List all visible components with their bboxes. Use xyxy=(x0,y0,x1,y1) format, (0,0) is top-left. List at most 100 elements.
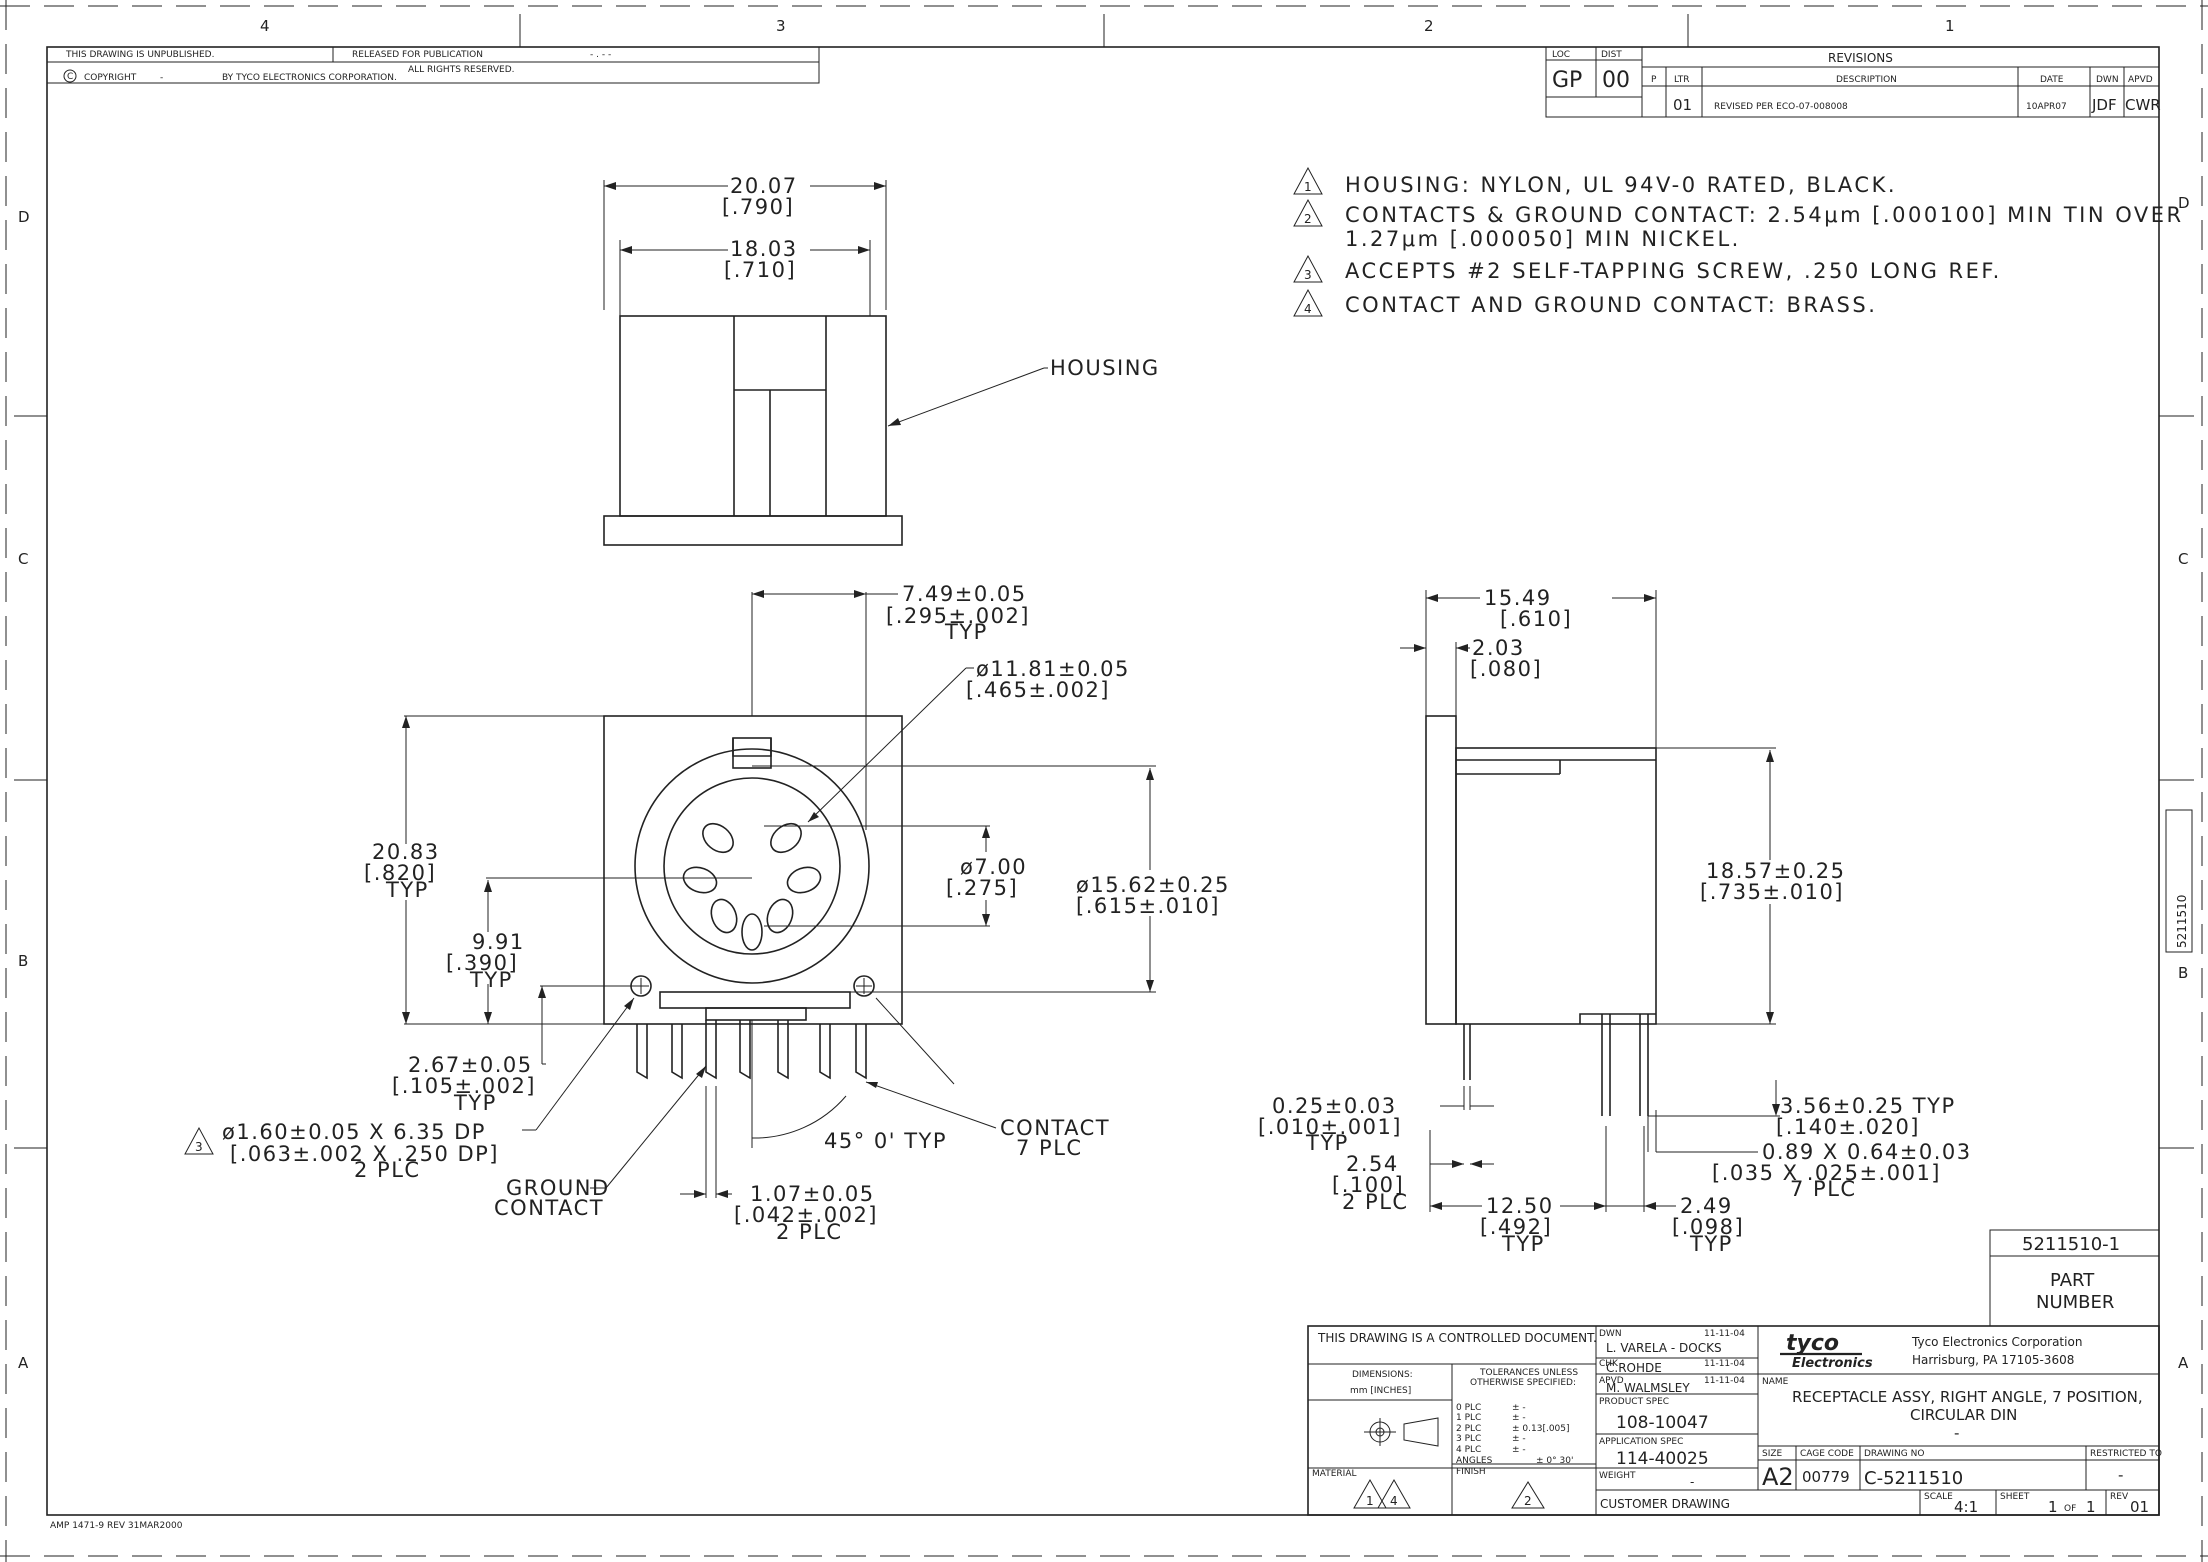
copyright-owner: BY TYCO ELECTRONICS CORPORATION. xyxy=(222,73,397,83)
tyco-logo-sub: Electronics xyxy=(1792,1356,1873,1371)
rev-dwn-label: DWN xyxy=(2096,75,2119,85)
application-spec: 114-40025 xyxy=(1616,1449,1709,1469)
restricted-value: - xyxy=(2118,1466,2123,1484)
zone-right-c: C xyxy=(2178,550,2188,568)
height-mm: 20.83 xyxy=(372,840,440,864)
angle-typ: 45° 0' TYP xyxy=(824,1129,947,1153)
part-label-2: NUMBER xyxy=(2036,1292,2114,1313)
tol-0-key: 0 PLC xyxy=(1456,1403,1481,1413)
tol-1-key: 1 PLC xyxy=(1456,1413,1481,1423)
tol-3-val: ± - xyxy=(1512,1434,1526,1444)
sheet-total: 1 xyxy=(2086,1498,2096,1516)
body-height-mm: 18.57±0.25 xyxy=(1706,859,1845,883)
unpublished-note: THIS DRAWING IS UNPUBLISHED. xyxy=(65,50,214,60)
dwn-label: DWN xyxy=(1599,1329,1622,1339)
leg-distance-mm: 12.50 xyxy=(1486,1194,1554,1218)
flange-thickness-mm: 2.03 xyxy=(1472,636,1525,660)
svg-text:C: C xyxy=(67,72,73,82)
loc-value: GP xyxy=(1552,68,1582,93)
leg-distance-in: [.492] xyxy=(1480,1215,1552,1239)
note-1-text: HOUSING: NYLON, UL 94V-0 RATED, BLACK. xyxy=(1345,173,1897,197)
note-3: 3 ACCEPTS #2 SELF-TAPPING SCREW, .250 LO… xyxy=(1293,254,2002,283)
material-label: MATERIAL xyxy=(1312,1469,1357,1479)
contact-pins xyxy=(682,822,822,951)
pin-length-mm: 3.56±0.25 TYP xyxy=(1780,1094,1956,1118)
pin-size-in: [.035 X .025±.001] xyxy=(1712,1161,1941,1185)
chk-date: 11-11-04 xyxy=(1704,1359,1745,1369)
note-2: 2 CONTACTS & GROUND CONTACT: 2.54μm [.00… xyxy=(1293,198,2181,251)
company-name: Tyco Electronics Corporation xyxy=(1911,1335,2082,1349)
side-tab: 5211510 xyxy=(2165,809,2193,953)
apvd-label: APVD xyxy=(1599,1376,1624,1386)
leg-distance-typ: TYP xyxy=(1501,1232,1545,1256)
ground-thickness-in: [.010±.001] xyxy=(1258,1115,1402,1139)
tol-5-key: ANGLES xyxy=(1456,1456,1493,1466)
rev-apvd-label: APVD xyxy=(2128,75,2153,85)
name-label: NAME xyxy=(1762,1377,1789,1387)
zone-labels: 4 3 2 1 D C B A D C B A xyxy=(18,17,2190,1372)
scale-label: SCALE xyxy=(1924,1492,1953,1502)
top-inner-width-in: [.710] xyxy=(724,258,796,282)
ground-spacing-in: [.100] xyxy=(1332,1173,1404,1197)
chk-name: C.ROHDE xyxy=(1606,1361,1662,1375)
drawing-no-label: DRAWING NO xyxy=(1864,1449,1924,1459)
tol-4-key: 4 PLC xyxy=(1456,1445,1481,1455)
tol-1-val: ± - xyxy=(1512,1413,1526,1423)
dwn-name: L. VARELA - DOCKS xyxy=(1606,1341,1722,1355)
cage-code: 00779 xyxy=(1802,1468,1850,1486)
tol-3-key: 3 PLC xyxy=(1456,1434,1481,1444)
apvd-name: M. WALMSLEY xyxy=(1606,1381,1690,1395)
rev-p-label: P xyxy=(1651,75,1657,85)
rights-reserved: ALL RIGHTS RESERVED. xyxy=(408,65,515,75)
height-in: [.820] xyxy=(364,861,436,885)
size-value: A2 xyxy=(1762,1463,1794,1491)
dwn-date: 11-11-04 xyxy=(1704,1329,1745,1339)
hole-spec-plc: 2 PLC xyxy=(354,1158,421,1182)
ground-width-in: [.042±.002] xyxy=(734,1203,878,1227)
contact-callout-plc: 7 PLC xyxy=(1016,1136,1083,1160)
scale-value: 4:1 xyxy=(1954,1498,1978,1516)
drawing-number: C-5211510 xyxy=(1864,1468,1963,1489)
part-label-1: PART xyxy=(2050,1270,2095,1291)
note-3-text: ACCEPTS #2 SELF-TAPPING SCREW, .250 LONG… xyxy=(1345,259,2002,283)
part-name-line2: CIRCULAR DIN xyxy=(1910,1406,2017,1424)
hole-spec-in: [.063±.002 X .250 DP] xyxy=(230,1142,499,1166)
application-spec-label: APPLICATION SPEC xyxy=(1599,1437,1683,1447)
tolerances-line1: TOLERANCES UNLESS xyxy=(1479,1368,1578,1378)
copyright-label: COPYRIGHT xyxy=(84,73,137,83)
product-spec: 108-10047 xyxy=(1616,1413,1709,1433)
loc-label: LOC xyxy=(1552,50,1570,60)
material-note-4: 4 xyxy=(1390,1494,1398,1508)
zone-right-d: D xyxy=(2178,194,2190,212)
pin-row-mm: 2.49 xyxy=(1680,1194,1733,1218)
ground-spacing-plc: 2 PLC xyxy=(1342,1190,1409,1214)
zone-top-3: 3 xyxy=(776,17,786,35)
contact-callout: CONTACT xyxy=(1000,1116,1110,1140)
weight-value: - xyxy=(1690,1475,1694,1489)
rev-date-label: DATE xyxy=(2040,75,2064,85)
zone-right-b: B xyxy=(2178,964,2188,982)
side-pins xyxy=(1463,1014,1649,1116)
part-name-line1: RECEPTACLE ASSY, RIGHT ANGLE, 7 POSITION… xyxy=(1792,1388,2143,1406)
depth-mm: 15.49 xyxy=(1484,586,1552,610)
hole-offset-mm: 2.67±0.05 xyxy=(408,1053,533,1077)
rev-label: REV xyxy=(2110,1492,2129,1502)
pin-pitch-mm: 7.49±0.05 xyxy=(902,582,1027,606)
tyco-logo: tyco Electronics xyxy=(1780,1331,1873,1371)
tol-0-val: ± - xyxy=(1512,1403,1526,1413)
ground-width-mm: 1.07±0.05 xyxy=(750,1182,875,1206)
mating-dia-mm: ø11.81±0.05 xyxy=(976,657,1130,681)
rev-ltr: 01 xyxy=(1673,96,1692,114)
pin-size-mm: 0.89 X 0.64±0.03 xyxy=(1762,1140,1972,1164)
side-view: 15.49 [.610] 2.03 [.080] 18.57±0.25 [.73… xyxy=(1258,586,1972,1256)
part-number-box: 5211510-1 PART NUMBER xyxy=(1989,1229,2160,1327)
part-number: 5211510-1 xyxy=(2022,1234,2120,1255)
note-2-text-line2: 1.27μm [.000050] MIN NICKEL. xyxy=(1345,227,1741,251)
ground-callout: GROUND xyxy=(506,1176,610,1200)
sheet-of: OF xyxy=(2064,1504,2076,1514)
material-note-flags: 1 4 2 xyxy=(1353,1478,1545,1509)
apvd-date: 11-11-04 xyxy=(1704,1376,1745,1386)
dimensions-label: DIMENSIONS: xyxy=(1352,1370,1413,1380)
tol-5-val: ± 0° 30' xyxy=(1536,1456,1573,1466)
